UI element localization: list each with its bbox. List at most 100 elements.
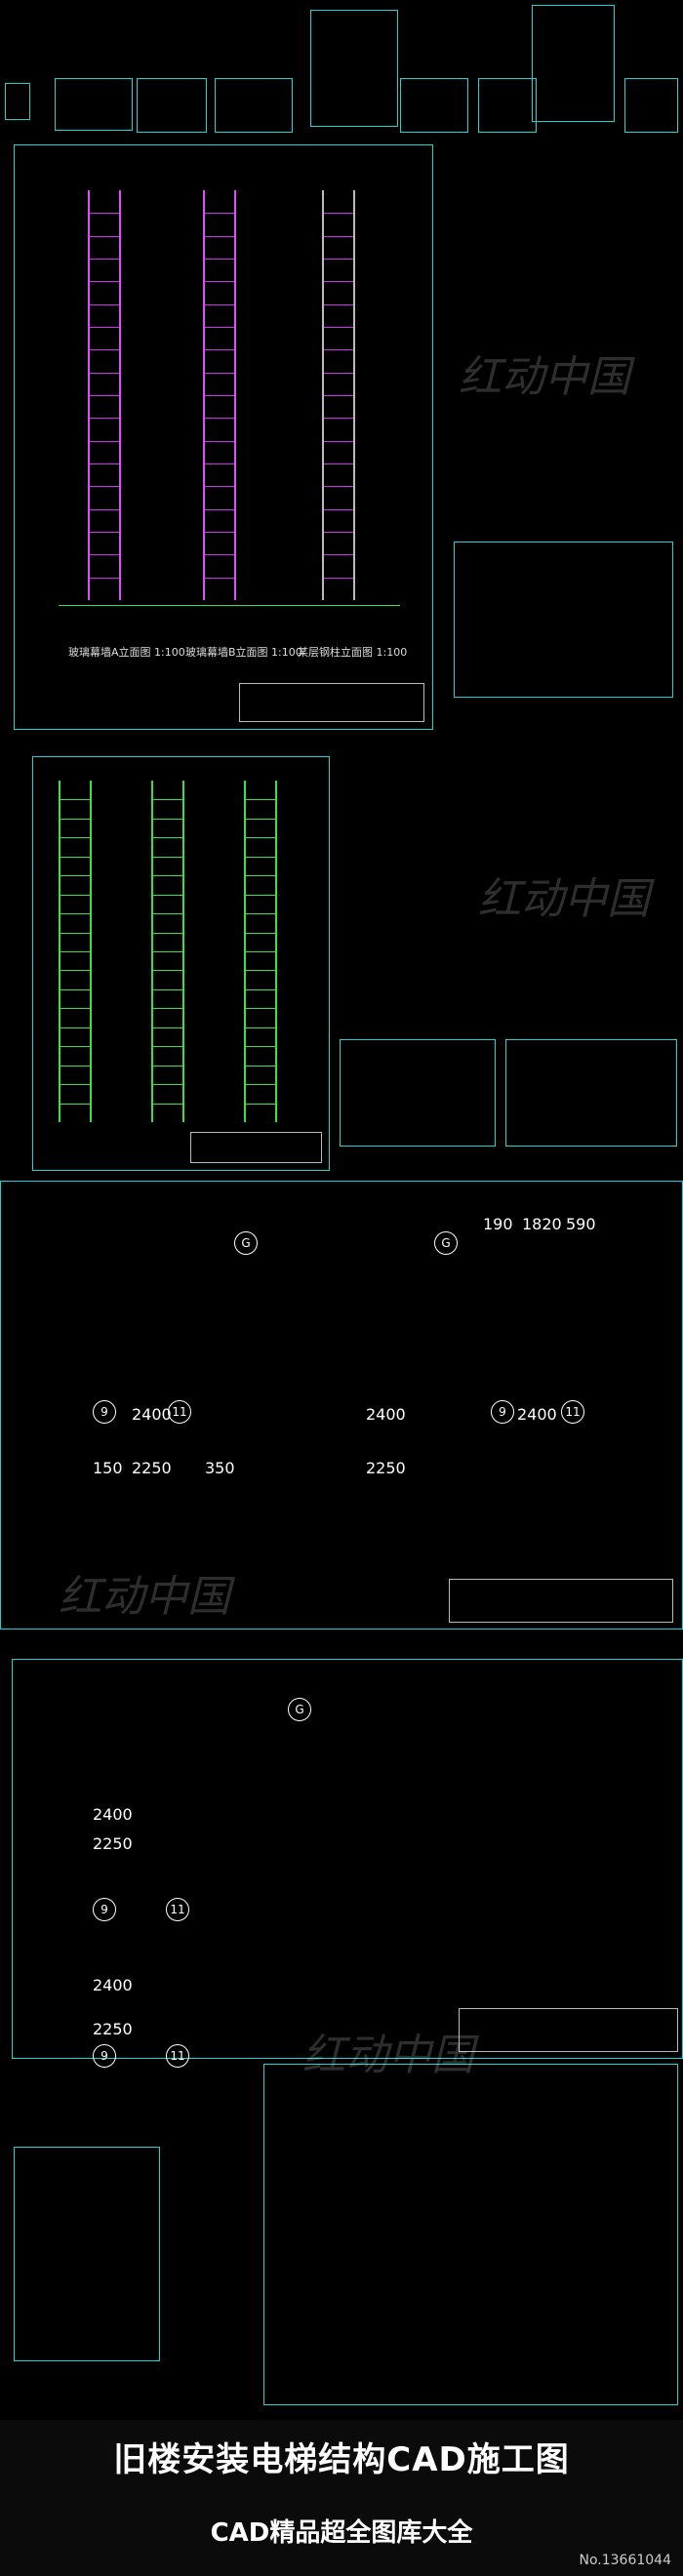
floor-line [205, 349, 234, 351]
dim-label: 2250 [93, 2020, 133, 2038]
floor-line [90, 577, 119, 579]
floor-line [205, 440, 234, 442]
floor-line [90, 349, 119, 351]
floor-line [153, 1065, 182, 1067]
grid-tag: G [234, 1231, 258, 1255]
dim-label: 2250 [132, 1459, 172, 1477]
floor-line [153, 799, 182, 801]
grid-tag: 9 [93, 1400, 116, 1424]
floor-line [205, 554, 234, 556]
dim-label: 2400 [517, 1405, 557, 1424]
floor-line [324, 532, 353, 533]
floor-line [153, 818, 182, 820]
ground-line [59, 605, 400, 606]
floor-line [246, 1065, 275, 1067]
floor-line [324, 281, 353, 283]
elevation-sheet [14, 144, 433, 730]
floor-line [153, 1084, 182, 1086]
floor-line [205, 213, 234, 215]
footer-banner [0, 2420, 683, 2576]
floor-line [60, 970, 90, 972]
floor-line [205, 418, 234, 420]
grid-tag: 9 [491, 1400, 514, 1424]
floor-line [205, 281, 234, 283]
watermark-text: 红动中国 [459, 352, 630, 402]
floor-line [60, 1084, 90, 1086]
floor-line [246, 1026, 275, 1028]
title-block [459, 2008, 678, 2052]
floor-line [153, 932, 182, 934]
floor-line [246, 875, 275, 877]
floor-line [324, 303, 353, 305]
floor-line [60, 1046, 90, 1048]
floor-line [153, 875, 182, 877]
detail-sheet [340, 1039, 496, 1147]
dim-label: 150 [93, 1459, 123, 1477]
floor-line [60, 932, 90, 934]
floor-line [90, 532, 119, 533]
floor-line [246, 951, 275, 952]
thumbnail-sheet [5, 83, 30, 120]
watermark-text: 红动中国 [59, 1572, 230, 1622]
tower-elevation-c [322, 190, 355, 600]
floor-line [246, 988, 275, 990]
floor-line [60, 818, 90, 820]
floor-line [324, 440, 353, 442]
banner-title: 旧楼安装电梯结构CAD施工图 [113, 2440, 570, 2479]
floor-line [205, 486, 234, 488]
floor-line [324, 418, 353, 420]
watermark-text: 红动中国 [478, 874, 650, 924]
thumbnail-sheet [400, 78, 468, 133]
thumbnail-sheet [215, 78, 293, 133]
floor-line [205, 259, 234, 260]
floor-line [246, 1103, 275, 1105]
watermark-text: 红动中国 [302, 2031, 474, 2080]
floor-line [60, 1103, 90, 1105]
floor-line [324, 372, 353, 374]
floor-line [246, 1008, 275, 1010]
grid-tag: 9 [93, 2044, 116, 2068]
floor-line [324, 213, 353, 215]
caption-elevation-b: 玻璃幕墙B立面图 1:100 [185, 646, 302, 659]
floor-line [90, 508, 119, 510]
dim-label: 190 [483, 1215, 513, 1233]
floor-line [60, 875, 90, 877]
floor-line [246, 1046, 275, 1048]
tower-elevation-a [88, 190, 121, 600]
floor-line [246, 970, 275, 972]
floor-line [205, 532, 234, 533]
floor-line [324, 508, 353, 510]
floor-line [205, 395, 234, 396]
floor-line [60, 951, 90, 952]
framing-elevation-sheet [32, 756, 330, 1171]
floor-line [90, 281, 119, 283]
floor-line [205, 327, 234, 328]
dim-label: 2250 [93, 1834, 133, 1853]
caption-elevation-c: 某层钢柱立面图 1:100 [298, 646, 408, 659]
floor-line [60, 856, 90, 858]
floor-line [90, 440, 119, 442]
floor-line [60, 913, 90, 915]
table-sheet [14, 2147, 160, 2361]
detail-sheet [454, 542, 673, 698]
floor-line [324, 259, 353, 260]
tower-elevation-b [203, 190, 236, 600]
dim-label: 350 [205, 1459, 235, 1477]
floor-line [90, 213, 119, 215]
floor-line [153, 1103, 182, 1105]
floor-line [90, 372, 119, 374]
floor-line [246, 913, 275, 915]
floor-line [205, 235, 234, 237]
thumbnail-sheet [478, 78, 537, 133]
floor-line [90, 418, 119, 420]
floor-line [153, 988, 182, 990]
floor-line [90, 395, 119, 396]
thumbnail-sheet [624, 78, 678, 133]
notes-sheet [263, 2064, 678, 2405]
dim-label: 590 [566, 1215, 596, 1233]
image-number: No.13661044 [579, 2553, 672, 2568]
dim-label: 2400 [93, 1976, 133, 1994]
dim-label: 2400 [366, 1405, 406, 1424]
floor-line [324, 349, 353, 351]
floor-line [246, 894, 275, 896]
